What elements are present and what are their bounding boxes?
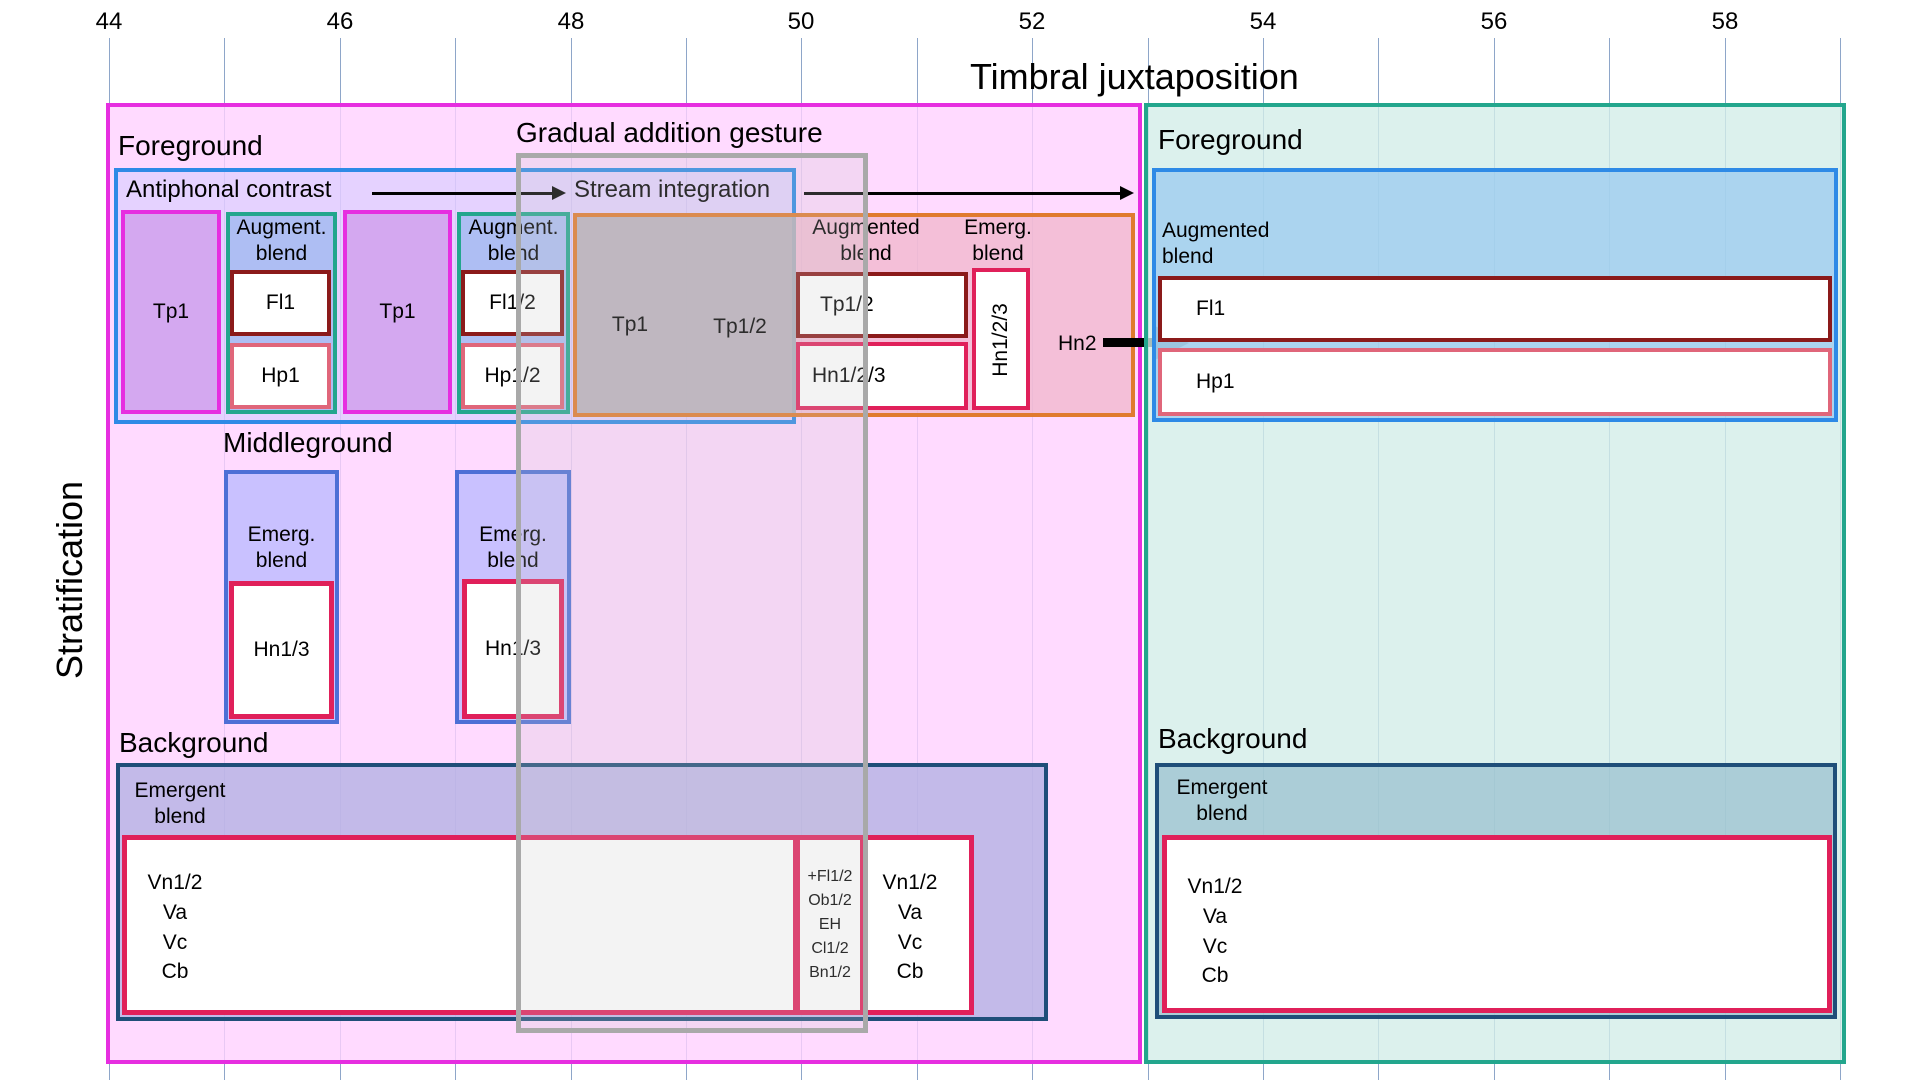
- measure-tick: 54: [1249, 8, 1277, 35]
- strings-label: Vn1/2 Va Vc Cb: [882, 871, 938, 984]
- foreground-label: Foreground: [118, 130, 263, 161]
- hn123-box: Hn1/2/3: [796, 342, 968, 410]
- hp1-box: Hp1: [230, 343, 331, 409]
- tp1-label: Tp1: [611, 313, 649, 336]
- background-label: Background: [119, 727, 269, 758]
- measure-tick: 46: [326, 8, 354, 35]
- strings-box: [862, 835, 974, 1015]
- middleground-label: Middleground: [223, 427, 393, 458]
- fl1-box: Fl1: [230, 270, 331, 336]
- fl1-box: Fl1: [1158, 276, 1832, 342]
- gradual-addition-box: [516, 153, 868, 1033]
- foreground-label: Foreground: [1158, 124, 1303, 155]
- hn123-vertical-box: [972, 268, 1030, 410]
- tp1-box: Tp1: [121, 210, 221, 414]
- measure-tick: 58: [1711, 8, 1739, 35]
- arrow-shaft: [1103, 338, 1158, 347]
- augmented-blend-label: Augmented blend: [1162, 219, 1270, 269]
- emergent-blend-label: Emerg. blend: [247, 523, 316, 573]
- hp12-box: Hp1/2: [461, 343, 564, 409]
- strings-box: [1162, 835, 1832, 1013]
- arrow-shaft: [372, 192, 556, 195]
- measure-tick: 44: [95, 8, 123, 35]
- measure-tick: 50: [787, 8, 815, 35]
- measure-tick: 48: [557, 8, 585, 35]
- emergent-blend-label: Emerg. blend: [479, 523, 547, 573]
- arrow-head-icon: [552, 186, 566, 200]
- hn2-label: Hn2: [1058, 332, 1097, 355]
- tp12-label: Tp1/2: [713, 315, 767, 338]
- arrow-shaft: [804, 192, 1124, 195]
- hn123-vertical-label: Hn1/2/3: [989, 303, 1012, 377]
- augmented-blend-label: Augment. blend: [468, 216, 559, 266]
- trumpet-overlay: [577, 217, 796, 413]
- tp12-box: Tp1/2: [796, 272, 968, 338]
- antiphonal-contrast-label: Antiphonal contrast: [126, 176, 332, 203]
- arrow-head-icon: [1120, 186, 1134, 200]
- tp1-box: Tp1: [343, 210, 452, 414]
- measure-tick: 56: [1480, 8, 1508, 35]
- augmented-blend-label: Augment. blend: [236, 216, 327, 266]
- hn13-box: Hn1/3: [229, 581, 334, 719]
- gradual-addition-label: Gradual addition gesture: [516, 117, 823, 148]
- hn13-box: Hn1/3: [462, 579, 564, 719]
- stratification-title: Stratification: [49, 480, 90, 680]
- strings-label: Vn1/2 Va Vc Cb: [1187, 875, 1243, 988]
- emergent-blend-label: Emergent blend: [134, 779, 226, 829]
- measure-tick: 52: [1018, 8, 1046, 35]
- background-label: Background: [1158, 723, 1308, 754]
- juxtaposition-title: Timbral juxtaposition: [970, 56, 1299, 97]
- emergent-blend-label: Emerg. blend: [964, 216, 1032, 266]
- hp1-box: Hp1: [1158, 348, 1832, 416]
- fl12-box: Fl1/2: [461, 270, 564, 336]
- stream-integration-label: Stream integration: [574, 176, 771, 203]
- winds-label: +Fl1/2 Ob1/2 EH Cl1/2 Bn1/2: [807, 868, 853, 981]
- emergent-blend-label: Emergent blend: [1176, 776, 1268, 826]
- strings-label: Vn1/2 Va Vc Cb: [147, 871, 203, 984]
